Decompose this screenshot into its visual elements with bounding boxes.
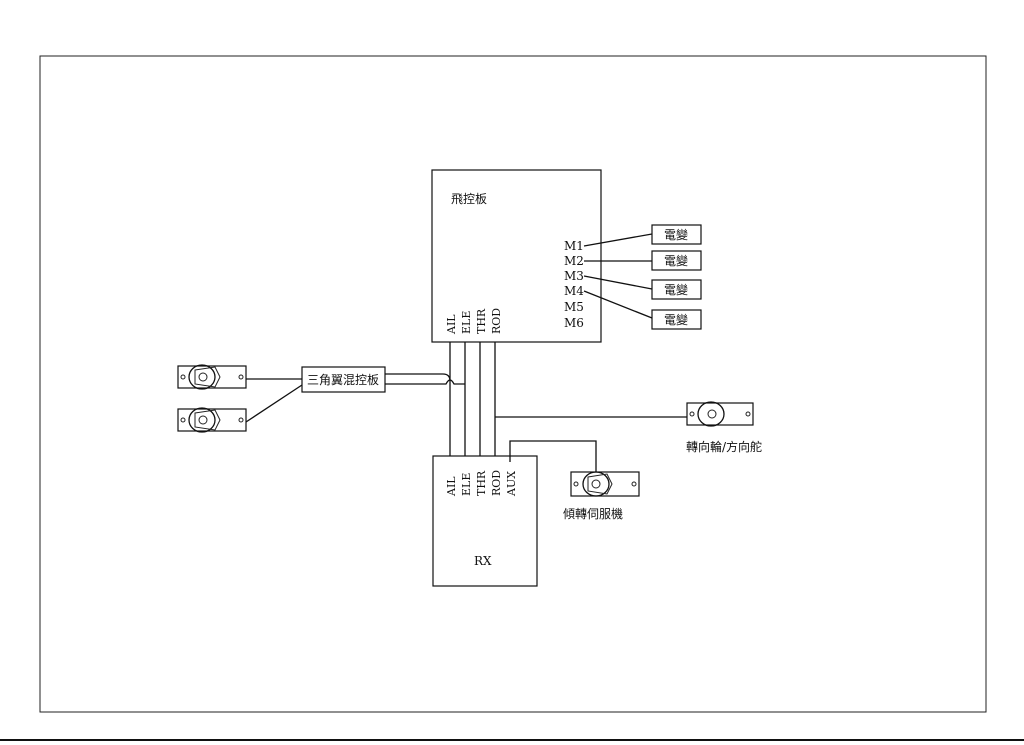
esc-box-1 [651, 224, 702, 245]
flight-controller-title: 飛控板 [451, 192, 487, 206]
motor-port-m6: M6 [564, 316, 584, 330]
tilt-servo-label: 傾轉伺服機 [563, 506, 623, 521]
receiver-title: RX [474, 554, 492, 568]
receiver: RX AIL ELE THR ROD AUX [432, 455, 538, 587]
servo-tilt [570, 471, 640, 497]
esc-label-4: 電變 [664, 312, 688, 327]
servo-left-bottom [177, 407, 247, 433]
receiver-box [432, 455, 538, 587]
esc-box-2 [651, 250, 702, 271]
motor-port-m4: M4 [564, 284, 584, 298]
servo-left-top [177, 364, 247, 390]
fc-input-ele: ELE [460, 311, 473, 334]
esc-box-4 [651, 309, 702, 330]
rx-channel-aux: AUX [505, 471, 518, 497]
esc-label-1: 電變 [664, 227, 688, 242]
rudder-servo-label: 轉向輪/方向舵 [686, 439, 762, 454]
motor-port-m5: M5 [564, 300, 584, 314]
esc-group: 電變 電變 電變 電變 [583, 224, 702, 330]
mixer-label: 三角翼混控板 [307, 373, 379, 387]
esc-label-3: 電變 [664, 282, 688, 297]
flight-controller: 飛控板 AIL ELE THR ROD M1 M2 M3 M4 M5 M6 [431, 169, 602, 343]
motor-port-m3: M3 [564, 269, 584, 283]
rx-channel-thr: THR [475, 470, 488, 496]
servo-rudder [686, 401, 754, 427]
fc-input-thr: THR [475, 308, 488, 334]
mixer: 三角翼混控板 [301, 366, 465, 393]
motor-port-m1: M1 [564, 239, 584, 253]
motor-port-m2: M2 [564, 254, 584, 268]
fc-input-rod: ROD [490, 308, 503, 334]
rx-channel-rod: ROD [490, 470, 503, 496]
bus-wires [449, 342, 496, 462]
esc-box-3 [651, 279, 702, 300]
rx-channel-ail: AIL [445, 476, 458, 497]
fc-input-ail: AIL [445, 314, 458, 335]
esc-label-2: 電變 [664, 253, 688, 268]
rx-channel-ele: ELE [460, 473, 473, 496]
page-frame [39, 55, 987, 713]
flight-controller-box [431, 169, 602, 343]
